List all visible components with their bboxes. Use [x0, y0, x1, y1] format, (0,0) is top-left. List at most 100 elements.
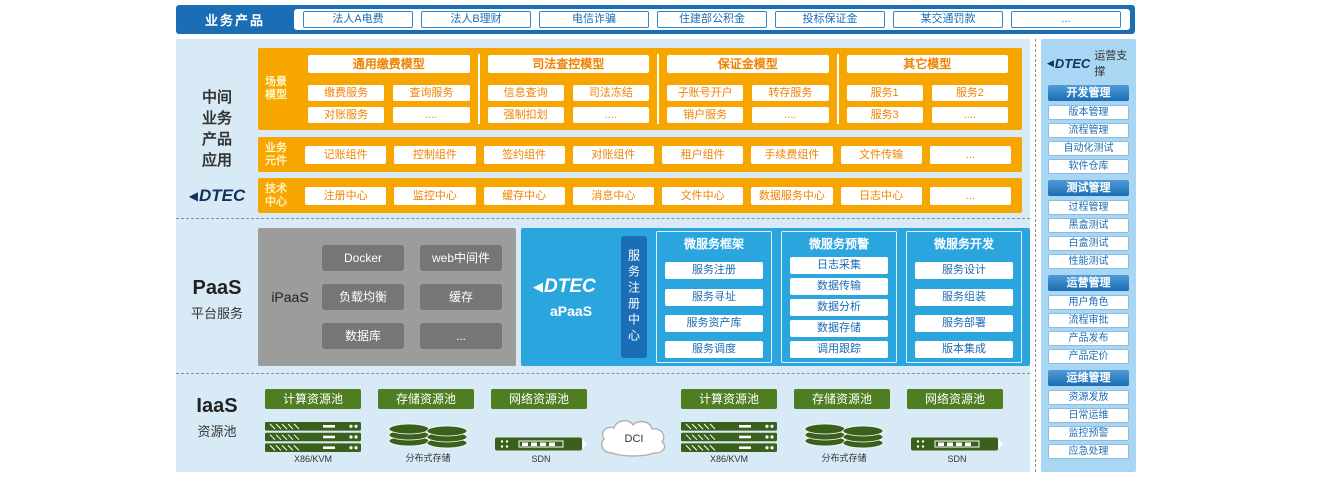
component-box: 记账组件	[305, 145, 387, 164]
section-divider	[176, 218, 1030, 219]
ipaas-service-box: 缓存	[420, 284, 502, 310]
paas-title-text: PaaS	[192, 277, 242, 299]
service-box: 强制扣划	[487, 107, 564, 123]
dtec-logo-icon: ◀	[188, 189, 198, 203]
iaas-cluster: 计算资源池 存储资源池 网络资源池 X86/KVM 分	[681, 389, 1003, 464]
dtec-logo: ◀DTEC	[533, 276, 596, 298]
hardware-item: 分布式存储	[801, 419, 887, 464]
sidebar-item-box: 性能测试	[1048, 254, 1129, 269]
microservice-box: 数据存储	[790, 320, 888, 337]
distributed-storage-icon	[804, 423, 884, 449]
microservice-box: 服务资产库	[665, 314, 763, 332]
business-components-tag-text: 业务元件	[265, 141, 287, 167]
hardware-item: X86/KVM	[681, 422, 777, 464]
center-box: 消息中心	[572, 186, 654, 205]
microservice-box: 服务设计	[915, 262, 1013, 280]
model-group-title: 保证金模型	[667, 55, 829, 73]
resource-pools: 计算资源池 存储资源池 网络资源池	[681, 389, 1003, 409]
ipaas-box: iPaaS Docker web中间件 负载均衡 缓存 数据库 ...	[258, 228, 516, 366]
scene-model-group: 司法查控模型 信息查询 司法冻结 强制扣划 ....	[477, 54, 658, 124]
microservice-box: 版本集成	[915, 341, 1013, 358]
center-box: 数据服务中心	[751, 186, 833, 205]
sidebar-item-box: 过程管理	[1048, 200, 1129, 215]
product-pill: 投标保证金	[775, 11, 885, 28]
sidebar-brand: ◀DTEC 运营支撑	[1047, 47, 1130, 79]
apaas-box: ◀DTEC aPaaS 服务注册中心 微服务框架 服务注册 服务寻址 服务资产库…	[521, 228, 1030, 366]
sidebar-item-box: 产品定价	[1048, 349, 1129, 364]
sdn-switch-icon	[911, 437, 1003, 451]
service-box: 查询服务	[393, 85, 470, 101]
business-products-label: 业务产品	[204, 13, 265, 28]
microservice-group: 微服务预警 日志采集 数据传输 数据分析 数据存储 调用跟踪	[781, 231, 897, 363]
sidebar-item-box: 流程管理	[1048, 123, 1129, 138]
tech-centers-items: 注册中心 监控中心 缓存中心 消息中心 文件中心 数据服务中心 日志中心 ...	[294, 186, 1022, 205]
microservice-box: 服务调度	[665, 341, 763, 358]
product-pill: ...	[1011, 11, 1121, 28]
cloud-icon	[601, 420, 666, 457]
hardware-item: SDN	[911, 436, 1003, 464]
center-box: 文件中心	[662, 186, 744, 205]
dtec-logo-icon: ◀	[533, 279, 543, 294]
service-box: ....	[931, 107, 1008, 123]
distributed-storage-icon	[388, 423, 468, 449]
resource-pool-box: 网络资源池	[491, 389, 587, 409]
service-box: 服务2	[931, 85, 1008, 101]
component-box: 文件传输	[840, 145, 922, 164]
microservice-box: 日志采集	[790, 257, 888, 274]
apaas-groups: 微服务框架 服务注册 服务寻址 服务资产库 服务调度 微服务预警 日志采集 数据…	[656, 231, 1022, 363]
model-group-title: 通用缴费模型	[308, 55, 470, 73]
service-box: ....	[572, 107, 649, 123]
hardware-label: 分布式存储	[405, 453, 451, 463]
model-group-items: 信息查询 司法冻结 强制扣划 ....	[487, 85, 651, 123]
microservice-group: 微服务框架 服务注册 服务寻址 服务资产库 服务调度	[656, 231, 772, 363]
dtec-logo-text: DTEC	[198, 186, 246, 205]
iaas-title-text: IaaS	[196, 395, 238, 417]
service-box: 销户服务	[667, 107, 744, 123]
section-divider	[176, 373, 1030, 374]
hardware-item: 分布式存储	[385, 419, 471, 464]
product-pill: 某交通罚款	[893, 11, 1003, 28]
tech-centers-tag-text: 技术中心	[265, 182, 287, 208]
business-components-items: 记账组件 控制组件 签约组件 对账组件 租户组件 手续费组件 文件传输 ...	[294, 145, 1022, 164]
microservice-box: 数据传输	[790, 278, 888, 295]
sidebar-item-box: 黑盒测试	[1048, 218, 1129, 233]
ipaas-label: iPaaS	[271, 289, 309, 305]
business-products-bar: 业务产品 法人A电费 法人B理财 电信诈骗 住建部公积金 投标保证金 某交通罚款…	[176, 5, 1135, 34]
iaas-label: IaaS 资源池	[176, 395, 258, 440]
component-box: 控制组件	[394, 145, 476, 164]
hardware-label: X86/KVM	[709, 454, 749, 464]
resource-pool-box: 计算资源池	[265, 389, 361, 409]
sidebar-item-box: 用户角色	[1048, 295, 1129, 310]
sdn-switch-icon	[495, 437, 587, 451]
product-pill-strip: 法人A电费 法人B理财 电信诈骗 住建部公积金 投标保证金 某交通罚款 ...	[294, 9, 1130, 30]
sidebar-group-title: 运维管理	[1048, 370, 1129, 386]
sidebar-group: 运维管理 资源发放 日常运维 监控预警 应急处理	[1047, 370, 1130, 459]
scene-models-tag: 场景模型	[258, 48, 294, 130]
service-box: ....	[752, 107, 829, 123]
service-box: 服务1	[846, 85, 923, 101]
model-group-items: 服务1 服务2 服务3 ....	[846, 85, 1010, 123]
center-box: 缓存中心	[483, 186, 565, 205]
dtec-logo-text: DTEC	[544, 275, 596, 297]
paas-subtitle-text: 平台服务	[190, 306, 243, 321]
component-box: ...	[929, 145, 1011, 164]
sidebar-item-box: 日常运维	[1048, 408, 1129, 423]
microservice-group: 微服务开发 服务设计 服务组装 服务部署 版本集成	[906, 231, 1022, 363]
center-box: ...	[929, 186, 1011, 205]
dci-cloud: DCI	[596, 417, 672, 461]
scene-models-tag-text: 场景模型	[265, 76, 287, 101]
hardware-label: SDN	[947, 454, 967, 464]
sidebar-title: 运营支撑	[1094, 50, 1128, 78]
sidebar-item-box: 软件仓库	[1048, 159, 1129, 174]
sidebar-item-box: 白盒测试	[1048, 236, 1129, 251]
ipaas-service-box: 负载均衡	[322, 284, 404, 310]
iaas-cluster: 计算资源池 存储资源池 网络资源池 X86/KVM 分	[265, 389, 587, 464]
hardware-label: SDN	[531, 454, 551, 464]
operations-sidebar: ◀DTEC 运营支撑 开发管理 版本管理 流程管理 自动化测试 软件仓库 测试管…	[1041, 39, 1136, 472]
microservice-group-title: 微服务开发	[933, 237, 994, 251]
resource-pool-box: 存储资源池	[794, 389, 890, 409]
scene-model-group: 保证金模型 子账号开户 转存服务 销户服务 ....	[657, 54, 837, 124]
resource-pool-box: 存储资源池	[378, 389, 474, 409]
dtec-logo: ◀DTEC	[1047, 56, 1090, 71]
